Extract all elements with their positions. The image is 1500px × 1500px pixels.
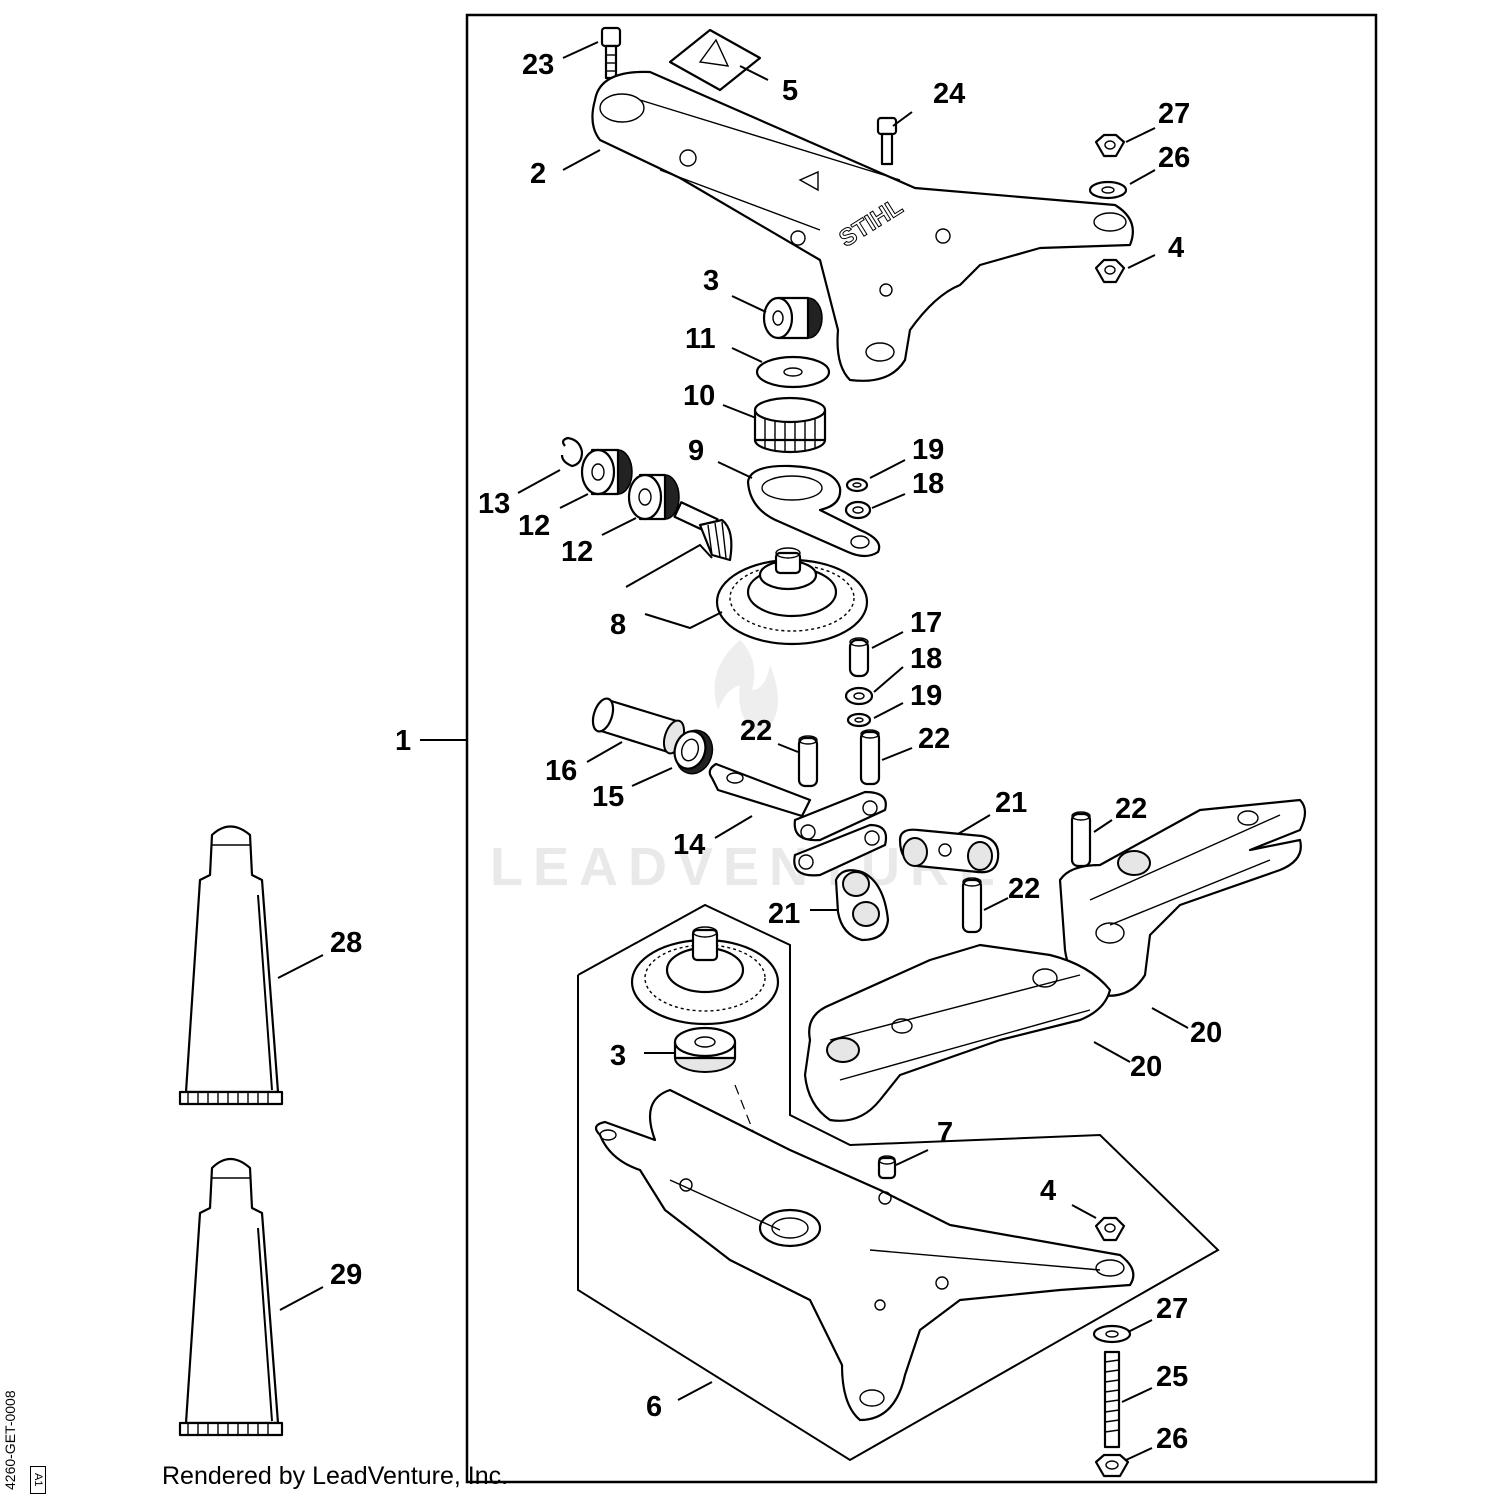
callout-8: 8 bbox=[610, 609, 626, 641]
part-8-bevel-gear bbox=[715, 547, 869, 646]
part-26-washer-top bbox=[1088, 180, 1128, 200]
part-16-sleeve bbox=[591, 697, 686, 755]
callout-20-upper: 20 bbox=[1190, 1017, 1222, 1049]
assembly-axis-line bbox=[734, 1084, 791, 1226]
callout-7: 7 bbox=[937, 1117, 953, 1149]
callout-22-a: 22 bbox=[740, 715, 772, 747]
callout-23: 23 bbox=[522, 49, 554, 81]
callout-21-upper: 21 bbox=[995, 787, 1027, 819]
part-17-pin bbox=[848, 637, 870, 678]
callout-12-a: 12 bbox=[518, 510, 550, 542]
callout-4-lower: 4 bbox=[1040, 1175, 1056, 1207]
part-19-circlip-lower bbox=[846, 712, 872, 728]
part-29-grease-tube bbox=[178, 1157, 284, 1437]
callout-13: 13 bbox=[478, 488, 510, 520]
callout-19-lower: 19 bbox=[910, 680, 942, 712]
callout-2: 2 bbox=[530, 158, 546, 190]
part-25-stud bbox=[1103, 1350, 1121, 1449]
callout-29: 29 bbox=[330, 1259, 362, 1291]
callout-27-lower: 27 bbox=[1156, 1293, 1188, 1325]
part-2-upper-gear-housing: STIHL bbox=[591, 70, 1134, 382]
part-14-connecting-rod bbox=[708, 762, 888, 877]
callout-18-lower: 18 bbox=[910, 643, 942, 675]
leader-lines bbox=[277, 41, 1189, 1461]
callout-10: 10 bbox=[683, 380, 715, 412]
part-9-crank-lever bbox=[746, 464, 881, 558]
callout-1: 1 bbox=[395, 725, 411, 757]
part-10-needle-cage bbox=[753, 396, 827, 454]
callout-22-d: 22 bbox=[1008, 873, 1040, 905]
part-3-ball-bearing-lower bbox=[673, 1026, 737, 1073]
callout-labels: 1 2 3 3 4 4 5 6 7 8 9 10 11 12 12 13 14 … bbox=[330, 49, 1222, 1455]
callout-15: 15 bbox=[592, 781, 624, 813]
part-21-link-a bbox=[898, 828, 1000, 874]
part-21-link-b bbox=[834, 869, 890, 942]
callout-11: 11 bbox=[685, 323, 716, 355]
part-12-ball-bearing-a bbox=[580, 448, 633, 496]
callout-27-upper: 27 bbox=[1158, 98, 1190, 130]
part-5-warning-decal bbox=[668, 28, 762, 92]
part-8-pinion-shaft bbox=[673, 501, 733, 562]
part-27-nut-top bbox=[1094, 133, 1126, 158]
callout-21-lower: 21 bbox=[768, 898, 800, 930]
part-6-lower-gear-housing bbox=[594, 1088, 1135, 1422]
part-4-nut-top bbox=[1094, 258, 1126, 284]
revision-box: A1 bbox=[30, 1466, 46, 1494]
callout-16: 16 bbox=[545, 755, 577, 787]
callout-28: 28 bbox=[330, 927, 362, 959]
part-20-blade-support-upper bbox=[1058, 798, 1307, 997]
lower-subassembly-outline bbox=[577, 903, 1220, 1462]
part-15-seal-ring bbox=[673, 729, 714, 775]
callout-4-upper: 4 bbox=[1168, 232, 1184, 264]
render-credit: Rendered by LeadVenture, Inc. bbox=[162, 1462, 509, 1490]
part-13-circlip bbox=[560, 436, 584, 468]
callout-17: 17 bbox=[910, 607, 942, 639]
part-27-washer-lower bbox=[1092, 1324, 1132, 1344]
callout-26-upper: 26 bbox=[1158, 142, 1190, 174]
part-28-grease-tube bbox=[178, 825, 284, 1106]
callout-18-upper: 18 bbox=[912, 468, 944, 500]
part-23-screw bbox=[600, 26, 622, 80]
part-18-washer-lower bbox=[844, 686, 874, 706]
callout-14: 14 bbox=[673, 829, 705, 861]
part-22-pin-c bbox=[1070, 811, 1092, 868]
callout-3-upper: 3 bbox=[703, 265, 719, 297]
part-4-nut-lower bbox=[1094, 1216, 1126, 1242]
part-22-pin-b bbox=[859, 729, 881, 786]
callout-24: 24 bbox=[933, 78, 965, 110]
part-7-pin bbox=[877, 1155, 897, 1180]
callout-9: 9 bbox=[688, 435, 704, 467]
part-3-ball-bearing-upper bbox=[762, 296, 823, 340]
assembly-frame bbox=[465, 13, 1378, 1484]
part-22-pin-a bbox=[797, 735, 819, 788]
callout-22-c: 22 bbox=[1115, 793, 1147, 825]
drawing-code: 4260-GET-0008 bbox=[2, 1390, 18, 1490]
callout-25: 25 bbox=[1156, 1361, 1188, 1393]
part-12-ball-bearing-b bbox=[627, 473, 680, 521]
part-20-blade-support-lower bbox=[803, 943, 1112, 1122]
part-22-pin-d bbox=[961, 877, 983, 934]
callout-19-upper: 19 bbox=[912, 434, 944, 466]
callout-26-lower: 26 bbox=[1156, 1423, 1188, 1455]
callout-3-lower: 3 bbox=[610, 1040, 626, 1072]
part-18-washer-upper bbox=[844, 500, 872, 520]
part-26-nut-lower bbox=[1094, 1453, 1130, 1478]
callout-6: 6 bbox=[646, 1391, 662, 1423]
callout-12-b: 12 bbox=[561, 536, 593, 568]
callout-5: 5 bbox=[782, 75, 798, 107]
callout-22-b: 22 bbox=[918, 723, 950, 755]
part-11-washer bbox=[755, 355, 831, 389]
callout-20-lower: 20 bbox=[1130, 1051, 1162, 1083]
lower-bevel-gear bbox=[630, 926, 780, 1026]
part-19-circlip-upper bbox=[845, 477, 869, 493]
part-24-screw bbox=[876, 116, 898, 166]
